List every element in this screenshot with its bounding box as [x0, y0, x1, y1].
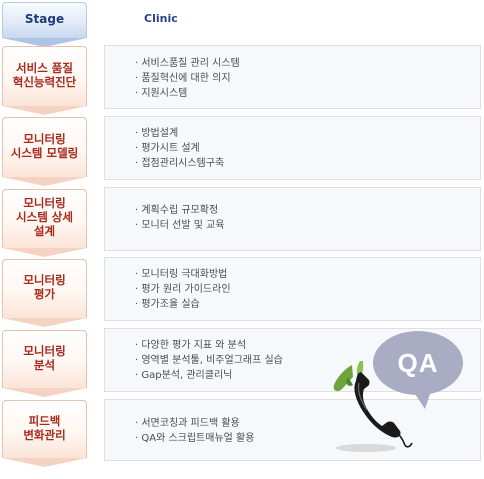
- clinic-header-label: Clinic: [144, 12, 178, 25]
- list-item: 서비스품질 관리 시스템: [135, 56, 239, 71]
- list-item: 접점관리시스템구축: [135, 156, 224, 171]
- stage-5-label: 모니터링 분석: [23, 343, 66, 372]
- stage-6: 피드백 변화관리: [2, 400, 87, 458]
- list-item: 평가 원리 가이드라인: [135, 282, 230, 297]
- list-item: 방법설계: [135, 126, 224, 141]
- stage-2: 모니터링 시스템 모델링: [2, 117, 87, 177]
- list-item: 모니터링 극대화방법: [135, 267, 231, 282]
- list-item: QA와 스크립트매뉴얼 활용: [135, 431, 254, 446]
- stage-2-label: 모니터링 시스템 모델링: [10, 131, 79, 160]
- stage-4: 모니터링 평가: [2, 259, 87, 318]
- stage-3: 모니터링 시스템 상세 설계: [2, 189, 87, 248]
- stage-1: 서비스 품질 혁신능력진단: [2, 46, 87, 106]
- stage-2-list: 방법설계 평가시트 설계 접점관리시스템구축: [135, 126, 224, 171]
- stage-4-label: 모니터링 평가: [23, 273, 66, 301]
- stage-1-details: 서비스품질 관리 시스템 품질혁신에 대한 의지 지원시스템: [104, 45, 481, 109]
- stage-5-list: 다양한 평가 지표 와 분석 영역별 분석툴, 비주얼그래프 실습 Gap분석,…: [135, 338, 283, 383]
- list-item: 평가시트 설계: [135, 141, 224, 156]
- stage-3-details: 계획수립 규모확정 모니터 선발 및 교육: [104, 187, 481, 251]
- list-item: 영역별 분석툴, 비주얼그래프 실습: [135, 353, 283, 368]
- stage-6-list: 서면코칭과 피드백 활용 QA와 스크립트매뉴얼 활용: [135, 416, 254, 446]
- qa-speech-bubble: QA: [373, 331, 463, 409]
- telephone-icon: [326, 355, 418, 457]
- list-item: 지원시스템: [135, 86, 240, 101]
- stage-header: Stage: [2, 2, 87, 38]
- stage-4-details: 모니터링 극대화방법 평가 원리 가이드라인 평가조율 실습: [104, 257, 481, 321]
- list-item: 계획수립 규모확정: [135, 203, 225, 218]
- stage-6-details: 서면코칭과 피드백 활용 QA와 스크립트매뉴얼 활용: [104, 399, 481, 461]
- list-item: 품질혁신에 대한 의지: [135, 71, 240, 86]
- list-item: 다양한 평가 지표 와 분석: [135, 338, 283, 353]
- list-item: 모니터 선발 및 교육: [135, 218, 224, 233]
- qa-label: QA: [397, 347, 439, 378]
- list-item: Gap분석, 관리클리닉: [135, 368, 283, 383]
- list-item: 서면코칭과 피드백 활용: [135, 416, 254, 431]
- stage-5: 모니터링 분석: [2, 330, 87, 388]
- stage-3-list: 계획수립 규모확정 모니터 선발 및 교육: [135, 203, 225, 233]
- list-item: 평가조율 실습: [135, 297, 231, 312]
- stage-3-label: 모니터링 시스템 상세 설계: [16, 196, 73, 238]
- stage-1-label: 서비스 품질 혁신능력진단: [12, 60, 77, 89]
- stage-1-list: 서비스품질 관리 시스템 품질혁신에 대한 의지 지원시스템: [135, 56, 240, 101]
- stage-header-label: Stage: [24, 11, 65, 26]
- stage-4-list: 모니터링 극대화방법 평가 원리 가이드라인 평가조율 실습: [135, 267, 231, 312]
- stage-6-label: 피드백 변화관리: [23, 413, 66, 442]
- clinic-header: Clinic: [104, 2, 481, 38]
- stage-2-details: 방법설계 평가시트 설계 접점관리시스템구축: [104, 116, 481, 180]
